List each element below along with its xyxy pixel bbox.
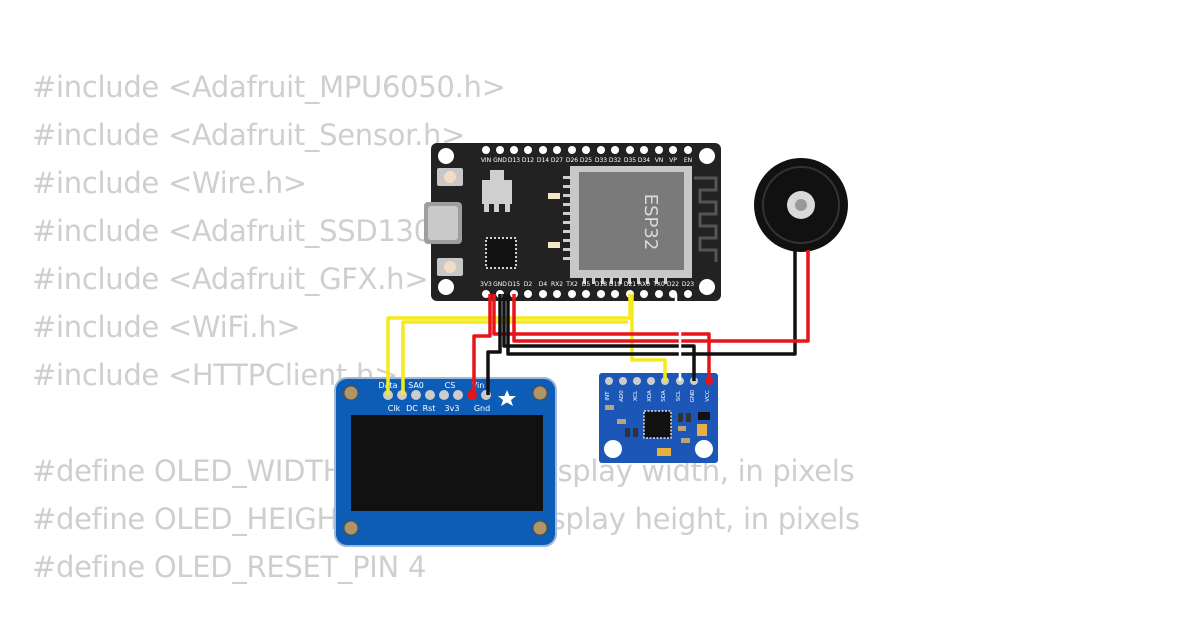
mount-hole — [438, 279, 454, 295]
pin-label: D32 — [609, 157, 621, 164]
mpu-pin-label: AD0 — [619, 390, 625, 402]
oled-pin-label: CS — [445, 381, 456, 390]
oled-pin-label: Vin — [472, 381, 485, 390]
wire-black-oled-gnd — [486, 294, 502, 395]
esp32-board[interactable]: ESP32 VIN GND D13 D12 D14 D27 D26 D25 D3… — [424, 143, 721, 301]
mpu-pin-label: XDA — [647, 390, 653, 402]
esp32-top-pin-labels: VIN GND D13 D12 D14 D27 D26 D25 D33 D32 … — [481, 157, 692, 164]
wires — [386, 250, 810, 395]
pin-label: 3V3 — [480, 281, 492, 288]
code-line: #include <Wire.h> — [32, 166, 307, 200]
code-line: #include <WiFi.h> — [32, 310, 301, 344]
code-line: #include <Adafruit_GFX.h> — [32, 262, 429, 296]
oled-pin-label: DC — [406, 404, 418, 413]
wire-white-mpu-scl — [674, 294, 682, 381]
pin-label: D35 — [624, 157, 636, 164]
pin-label: D34 — [638, 157, 650, 164]
mount-hole — [343, 385, 359, 401]
pin-label: D22 — [667, 281, 679, 288]
pin-label: D21 — [624, 281, 636, 288]
mpu-pin-label: INT — [605, 391, 611, 401]
code-line: #define OLED_RESET_PIN 4 — [32, 550, 427, 584]
oled-pin-label: Clk — [388, 404, 401, 413]
pin-label: D25 — [580, 157, 592, 164]
code-line: #include <Adafruit_Sensor.h> — [32, 118, 466, 152]
mount-hole — [695, 440, 713, 458]
pin-label: D12 — [522, 157, 534, 164]
mount-hole — [699, 148, 715, 164]
pin-label: TX2 — [565, 281, 578, 288]
mpu6050-module[interactable]: INT AD0 XCL XDA SDA SCL GND VCC — [599, 373, 718, 463]
mpu-pin-label: SDA — [661, 390, 667, 402]
oled-pin-label: Gnd — [474, 404, 490, 413]
pin-label: VN — [655, 157, 664, 164]
pin-label: RX2 — [551, 281, 563, 288]
mount-hole — [532, 385, 548, 401]
imu-chip — [643, 410, 672, 439]
pin-label: D4 — [539, 281, 548, 288]
pin-label: D19 — [609, 281, 621, 288]
antenna-trace — [694, 176, 718, 262]
star-logo-icon — [498, 390, 516, 406]
pin-label: D33 — [595, 157, 607, 164]
mount-hole — [699, 279, 715, 295]
pin-label: D15 — [508, 281, 520, 288]
code-line: #include <Adafruit_MPU6050.h> — [32, 70, 506, 104]
pin-label: D18 — [595, 281, 607, 288]
buzzer-hole — [795, 199, 807, 211]
pin-label: GND — [493, 157, 507, 164]
pin-label: D26 — [566, 157, 578, 164]
mount-hole — [343, 520, 359, 536]
oled-ssd1306-display[interactable]: Data SA0 CS Vin Clk DC Rst 3v3 Gnd — [334, 377, 557, 547]
oled-pin-label: SA0 — [408, 381, 424, 390]
esp32-bottom-pin-header — [482, 290, 692, 298]
pin-label: D2 — [524, 281, 533, 288]
mount-hole — [532, 520, 548, 536]
wire-yellow-mpu-sda — [630, 294, 667, 381]
pin-label: RX0 — [638, 281, 650, 288]
mpu-passives — [605, 405, 710, 456]
mpu-pin-label: XCL — [633, 390, 639, 401]
pin-label: EN — [684, 157, 692, 164]
boot-button-cap — [444, 171, 456, 183]
module-castellations — [563, 176, 667, 284]
esp32-module-shield — [579, 172, 684, 270]
mount-hole — [604, 440, 622, 458]
buzzer-ring — [762, 166, 840, 244]
mpu-pin-label: VCC — [705, 390, 711, 402]
mpu-pin-label: SCL — [676, 390, 682, 401]
wire-yellow-oled-clk — [401, 320, 628, 395]
esp32-chip-label: ESP32 — [640, 194, 661, 251]
wire-black-buzzer — [506, 250, 797, 356]
pin-label: D27 — [551, 157, 563, 164]
pin-label: D14 — [537, 157, 549, 164]
usb-serial-chip — [485, 237, 517, 269]
pin-label: TX0 — [652, 281, 665, 288]
piezo-buzzer[interactable] — [754, 158, 848, 252]
esp32-top-pin-header — [482, 146, 692, 154]
wire-red-mpu-vcc — [492, 294, 711, 381]
code-line: #include <HTTPClient.h> — [32, 358, 399, 392]
oled-screen — [351, 415, 543, 511]
pin-label: VIN — [481, 157, 491, 164]
wire-red-buzzer — [512, 250, 810, 343]
pin-label: D13 — [508, 157, 520, 164]
regulator-tab — [490, 170, 504, 180]
oled-pin-label: 3v3 — [445, 404, 460, 413]
pin-label: D5 — [582, 281, 591, 288]
reset-button-cap — [444, 261, 456, 273]
oled-pin-label: Rst — [423, 404, 436, 413]
usb-connector-inner — [428, 206, 458, 240]
wire-black-mpu-gnd — [502, 294, 696, 381]
pin-label: D23 — [682, 281, 694, 288]
esp32-bottom-pin-labels: 3V3 GND D15 D2 D4 RX2 TX2 D5 D18 D19 D21… — [480, 281, 694, 288]
voltage-regulator — [482, 180, 512, 204]
pin-label: VP — [669, 157, 677, 164]
wire-red-oled-vin — [472, 294, 492, 395]
mpu-pin-label: GND — [690, 390, 696, 403]
pin-label: GND — [493, 281, 507, 288]
mount-hole — [438, 148, 454, 164]
